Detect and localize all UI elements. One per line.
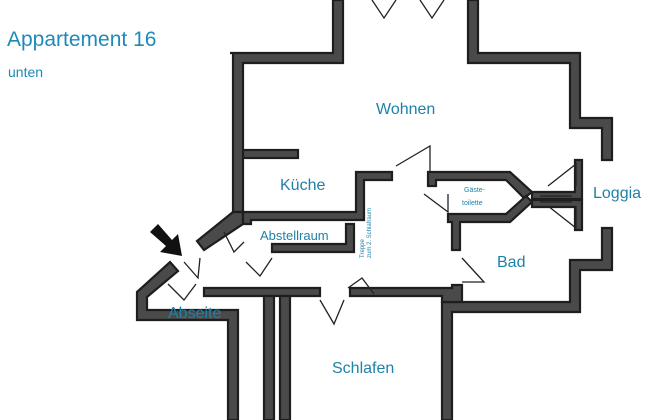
room-label-loggia: Loggia	[593, 185, 641, 202]
wall-loggia-corridor-lower	[530, 198, 584, 232]
wall-kitchen-stub	[241, 148, 300, 160]
door-storage	[223, 231, 245, 254]
wall-top-left	[230, 0, 345, 214]
door-top-right	[419, 0, 445, 20]
door-center	[347, 277, 375, 295]
room-label-bad: Bad	[497, 254, 525, 271]
stairs-note: Treppe zum 2. Schlafraum	[360, 208, 373, 258]
door-wc	[423, 193, 449, 214]
room-label-gaeste-2: toilette	[462, 200, 483, 207]
door-loggia-upper	[547, 162, 577, 187]
room-label-gaeste-1: Gäste-	[464, 187, 486, 194]
room-label-abstellraum: Abstellraum	[260, 228, 329, 243]
stairs-note-line2: zum 2. Schlafraum	[367, 208, 373, 258]
doors	[167, 0, 577, 326]
wall-bedroom-left	[262, 294, 276, 420]
wall-storage-bottom	[270, 222, 356, 254]
room-label-schlafen: Schlafen	[332, 360, 394, 377]
door-corridor	[245, 257, 273, 278]
entry-arrow-icon	[150, 224, 182, 256]
wall-wc	[426, 170, 534, 200]
wall-bedroom-right	[278, 294, 292, 420]
door-bath	[461, 257, 486, 283]
door-bedroom	[319, 299, 345, 326]
door-entry	[183, 257, 201, 280]
loggia-threshold	[540, 195, 572, 203]
room-label-kueche: Küche	[280, 177, 325, 194]
wall-top-right	[466, 0, 614, 162]
door-top-left	[371, 0, 397, 20]
wall-entry-diagonal	[195, 210, 245, 252]
walls	[135, 0, 614, 420]
room-label-abseite: Abseite	[168, 305, 221, 322]
stairs-note-line1: Treppe	[360, 239, 366, 258]
plan-subtitle: unten	[8, 64, 43, 80]
wall-bath-corridor	[348, 283, 464, 304]
wall-wc-lower	[446, 194, 534, 252]
wall-storage	[241, 170, 394, 226]
plan-title: Appartement 16	[7, 28, 156, 51]
room-label-wohnen: Wohnen	[376, 101, 435, 118]
door-living	[395, 144, 431, 172]
wall-abseite-top	[202, 286, 322, 298]
door-loggia-lower	[547, 205, 577, 230]
door-abseite	[167, 283, 197, 301]
wall-left-outer	[135, 260, 240, 420]
wall-right-lower	[440, 226, 614, 420]
